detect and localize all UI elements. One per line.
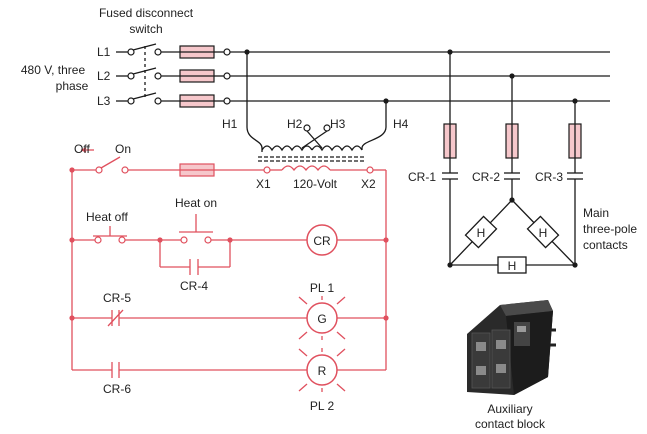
bus-lines xyxy=(230,51,610,102)
seal-in-contact-label: CR-4 xyxy=(180,279,208,293)
heater-element-right xyxy=(526,215,560,249)
supply-label-line2: phase xyxy=(56,79,89,93)
contact-label-cr3: CR-3 xyxy=(535,170,563,184)
tap-x1: X1 xyxy=(256,177,271,191)
heat-off-label: Heat off xyxy=(86,210,128,224)
heater-element-bottom xyxy=(497,256,527,274)
auxiliary-contact-block-picture xyxy=(467,300,556,395)
heat-on-label: Heat on xyxy=(175,196,217,210)
pilot-lamp-green xyxy=(298,296,346,340)
line-label-l2: L2 xyxy=(97,69,111,83)
main-contacts-label-line1: Main xyxy=(583,206,609,220)
power-section: Fused disconnect switch 480 V, three pha… xyxy=(21,6,610,115)
heater-element-bottom-label: H xyxy=(508,259,517,273)
cr5-label: CR-5 xyxy=(103,291,131,305)
switch-on-label: On xyxy=(115,142,131,156)
pl1-label: PL 1 xyxy=(310,281,335,295)
main-contacts-label-line2: three-pole xyxy=(583,222,637,236)
line-label-l1: L1 xyxy=(97,45,111,59)
tap-x2: X2 xyxy=(361,177,376,191)
photo-caption-line1: Auxiliary xyxy=(487,402,532,416)
photo-caption-line2: contact block xyxy=(475,417,546,431)
disconnect-switch xyxy=(127,43,162,105)
tap-h2: H2 xyxy=(287,117,303,131)
lamp-r-label: R xyxy=(318,364,327,378)
contact-label-cr1: CR-1 xyxy=(408,170,436,184)
lamp-g-label: G xyxy=(317,312,326,326)
switch-label-line1: Fused disconnect xyxy=(99,6,194,20)
contact-label-cr2: CR-2 xyxy=(472,170,500,184)
cr-coil-label: CR xyxy=(313,234,331,248)
switch-off-label: Off xyxy=(74,142,90,156)
switch-label-line2: switch xyxy=(129,22,162,36)
control-circuit: Off On Heat off Heat on CR xyxy=(69,142,389,413)
supply-label-line1: 480 V, three xyxy=(21,63,86,77)
control-transformer: H1 H2 H3 H4 X1 X2 120-Volt xyxy=(222,115,409,191)
main-contacts-label-line3: contacts xyxy=(583,238,628,252)
power-fuses xyxy=(179,45,215,108)
heater-load: CR-1 CR-2 CR-3 H H H Main three-pole con… xyxy=(408,49,637,274)
tap-h4: H4 xyxy=(393,117,409,131)
heater-element-left-label: H xyxy=(477,226,486,240)
secondary-voltage-label: 120-Volt xyxy=(293,177,338,191)
tap-h3: H3 xyxy=(330,117,346,131)
tap-h1: H1 xyxy=(222,117,238,131)
cr6-label: CR-6 xyxy=(103,382,131,396)
line-label-l3: L3 xyxy=(97,94,111,108)
pl2-label: PL 2 xyxy=(310,399,335,413)
heater-element-left xyxy=(464,215,498,249)
heater-element-right-label: H xyxy=(539,226,548,240)
